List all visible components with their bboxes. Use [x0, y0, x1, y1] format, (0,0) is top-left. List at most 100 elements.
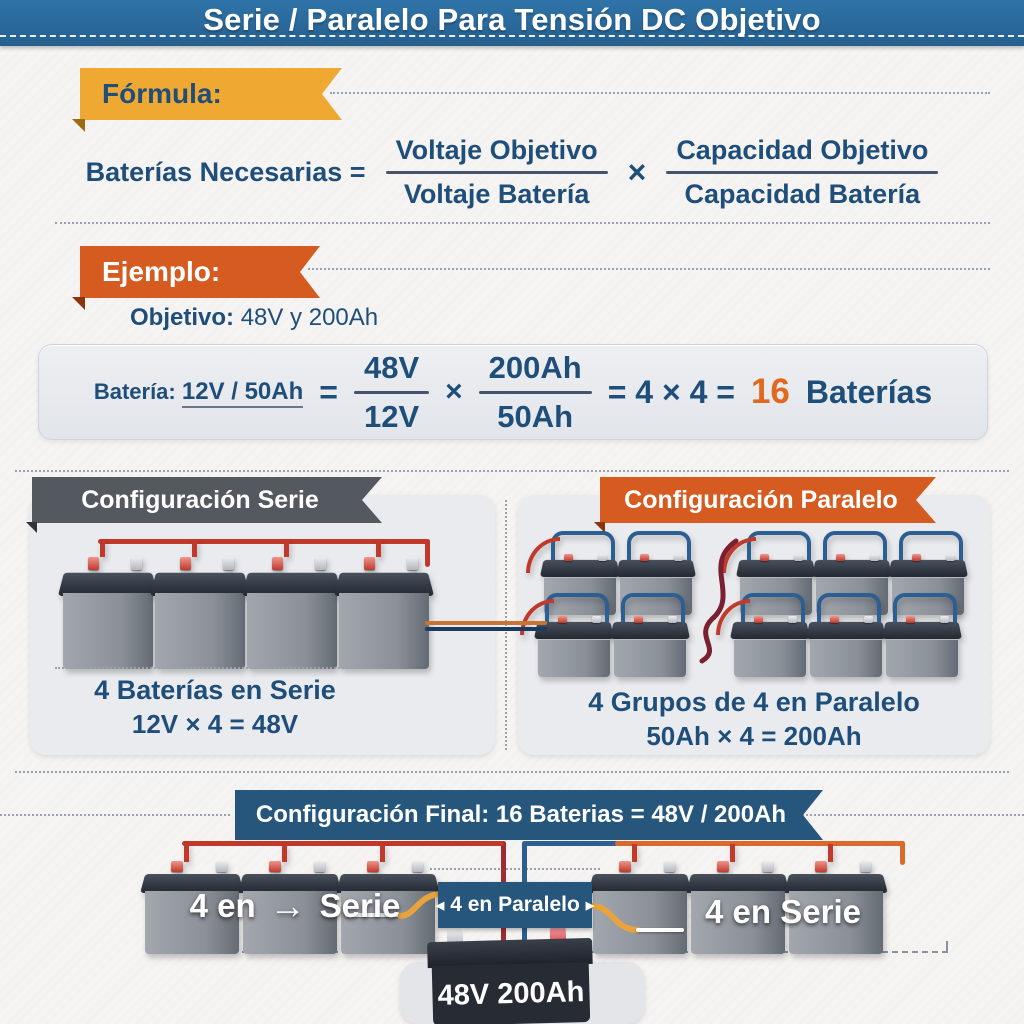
battery-terminal-positive: [912, 554, 921, 562]
series-wire-drop: [192, 539, 197, 557]
objective-value: 48V y 200Ah: [240, 304, 379, 331]
final-banner-text: Configuración Final: 16 Baterias = 48V /…: [255, 801, 787, 828]
formula-dotted-line: [330, 92, 990, 94]
final-banner-right-dots: [802, 814, 1024, 816]
fraction-bar: [385, 170, 608, 174]
header-dashed-underline: [0, 35, 1024, 37]
final-right-bus-wire-orange: [615, 841, 905, 846]
battery-body: [247, 593, 337, 669]
battery-terminal-negative: [215, 860, 228, 872]
parallel-handle-wire: [893, 593, 958, 631]
battery-terminal-positive: [171, 860, 183, 872]
battery-illustration: [150, 539, 250, 669]
formula-ribbon-label: Fórmula:: [102, 78, 222, 109]
example-ribbon-label: Ejemplo:: [102, 256, 221, 287]
final-left-bus-wire: [182, 841, 504, 846]
example-dotted-line: [308, 268, 990, 270]
label-connector-line-left: [345, 913, 401, 917]
battery-illustration: [140, 844, 244, 954]
battery-terminal-negative: [674, 554, 684, 562]
fraction-bar: [666, 170, 939, 174]
interconnect-wire-orange: [425, 621, 547, 625]
battery-terminal-negative: [870, 554, 880, 562]
example-ribbon: Ejemplo:: [80, 246, 320, 298]
section-separator: [55, 222, 990, 224]
battery-body: [734, 639, 806, 677]
battery-terminal-positive: [180, 556, 191, 570]
formula-ribbon-fold: [72, 119, 85, 132]
battery-lid: [58, 572, 158, 596]
battery-terminal-positive: [619, 860, 631, 872]
final-right-wire-hook: [900, 841, 905, 865]
battery-terminal-negative: [864, 616, 874, 624]
parallel-panel-banner: Configuración Paralelo: [600, 477, 936, 523]
battery-body: [691, 891, 785, 954]
battery-terminal-negative: [859, 860, 872, 872]
series-panel-banner: Configuración Serie: [32, 477, 382, 523]
series-battery-row: [58, 539, 434, 669]
battery-terminal-negative: [668, 616, 678, 624]
parallel-panel: 4 Grupos de 4 en Paralelo 50Ah × 4 = 200…: [518, 495, 990, 755]
battery-spec-value: 12V / 50Ah: [181, 378, 304, 408]
series-caption-separator: [55, 667, 360, 669]
battery-terminal-negative: [598, 554, 608, 562]
battery-illustration: [238, 844, 342, 954]
battery-terminal-positive: [836, 554, 845, 562]
result-expression: = 4 × 4 =: [607, 373, 735, 410]
battery-terminal-negative: [315, 556, 326, 570]
battery-body: [886, 639, 958, 677]
battery-lid: [736, 559, 816, 577]
battery-terminal-positive: [88, 556, 99, 570]
battery-terminal-negative: [788, 616, 798, 624]
battery-terminal-negative: [407, 556, 418, 570]
series-bus-wire: [98, 539, 388, 544]
series-wire-drop: [827, 844, 833, 862]
battery-terminal-negative: [131, 556, 142, 570]
battery-group: [520, 593, 690, 677]
battery-terminal-positive: [906, 616, 915, 624]
battery-lid: [888, 559, 968, 577]
battery-body: [614, 639, 686, 677]
objective-line: Objetivo: 48V y 200Ah: [130, 304, 378, 332]
battery-terminal-negative: [411, 860, 424, 872]
example-fraction-voltage: 48V 12V: [353, 349, 430, 435]
battery-lid: [616, 559, 696, 577]
formula-fraction-capacity: Capacidad Objetivo Capacidad Batería: [666, 135, 939, 210]
battery-terminal-positive: [558, 616, 567, 624]
bracket-tick-right: [946, 941, 948, 953]
battery-illustration: [58, 539, 158, 669]
battery-body: [538, 639, 610, 677]
series-panel-title: Configuración Serie: [81, 485, 319, 514]
battery-terminal-positive: [272, 556, 283, 570]
battery-terminal-negative: [794, 554, 804, 562]
final-right-battery-group: [588, 844, 888, 954]
battery-terminal-negative: [663, 860, 676, 872]
series-panel: 4 Baterías en Serie 12V × 4 = 48V: [30, 495, 495, 755]
fraction-numerator: 48V: [363, 349, 420, 385]
final-banner-left-dots: [0, 814, 230, 816]
fraction-bar: [353, 390, 430, 394]
final-combined-battery: 48V 200Ah: [427, 926, 594, 1024]
battery-terminal-positive: [364, 556, 375, 570]
panel-divider-dotted: [505, 500, 507, 750]
series-wire-drop: [284, 539, 289, 557]
fraction-denominator: Capacidad Batería: [684, 178, 921, 209]
series-banner-fold: [26, 522, 37, 533]
series-wire-drop: [281, 844, 287, 862]
formula-lhs: Baterías Necesarias =: [85, 156, 366, 187]
example-ribbon-fold: [72, 297, 85, 310]
battery-illustration: [784, 844, 888, 954]
label-serie: Serie: [319, 887, 401, 924]
battery-terminal-negative: [313, 860, 326, 872]
final-right-bus-wire-blue: [524, 841, 618, 846]
battery-label: 48V 200Ah: [431, 961, 591, 1024]
battery-body: [339, 593, 429, 669]
fraction-bar: [478, 390, 592, 394]
fraction-numerator: 200Ah: [488, 349, 582, 385]
series-wire-drop: [729, 844, 735, 862]
series-wire-drop: [376, 539, 381, 557]
battery-terminal-positive: [815, 860, 827, 872]
battery-body: [63, 593, 153, 669]
battery-terminal-negative: [592, 616, 602, 624]
battery-illustration: [242, 539, 342, 669]
